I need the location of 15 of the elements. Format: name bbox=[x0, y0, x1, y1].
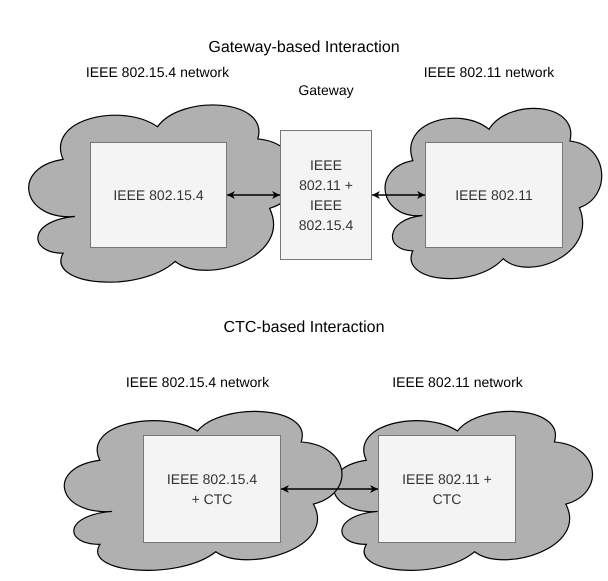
double-arrow bbox=[227, 191, 280, 199]
double-arrow bbox=[281, 485, 378, 493]
section-title: CTC-based Interaction bbox=[222, 318, 386, 338]
device-box: IEEE 802.11 bbox=[425, 142, 563, 248]
section-title: Gateway-based Interaction bbox=[207, 38, 401, 58]
network-label: IEEE 802.11 network bbox=[422, 63, 556, 82]
device-box: IEEE 802.15.4 bbox=[90, 142, 227, 248]
double-arrow bbox=[372, 191, 425, 199]
gateway-box: IEEE 802.11 + IEEE 802.15.4 bbox=[280, 130, 372, 260]
device-box: IEEE 802.15.4 + CTC bbox=[143, 435, 281, 543]
device-box: IEEE 802.11 + CTC bbox=[378, 435, 516, 543]
network-label: IEEE 802.15.4 network bbox=[84, 63, 230, 82]
network-label: IEEE 802.15.4 network bbox=[124, 373, 270, 392]
gateway-label: Gateway bbox=[297, 81, 355, 100]
network-label: IEEE 802.11 network bbox=[391, 373, 524, 392]
